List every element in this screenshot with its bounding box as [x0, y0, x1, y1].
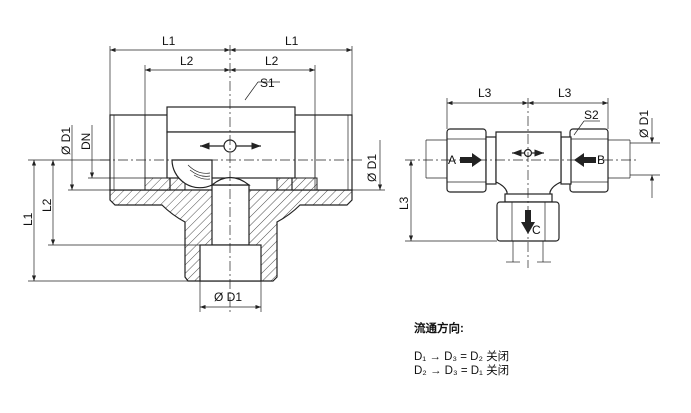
dim-l1-right: L1: [285, 34, 299, 48]
dim-s2: S2: [584, 108, 599, 122]
tee-body: [495, 131, 562, 203]
vertical-bore: [211, 184, 250, 246]
dim-l3-vertical: L3: [397, 196, 411, 210]
dim-l3-right: L3: [558, 86, 572, 100]
dim-l2-vertical: L2: [40, 198, 54, 212]
port-a: A: [448, 153, 456, 167]
dim-l2-left: L2: [180, 54, 194, 68]
dim-d1-left: Ø D1: [59, 127, 73, 155]
arrow-b: [574, 153, 596, 167]
dim-d1-right: Ø D1: [365, 154, 379, 182]
compression-tee-view: A B C L3 L3 S2 Ø D1 L3: [397, 86, 660, 268]
notes-line-1: D₁ → D₃ = D₂ 关闭: [414, 351, 510, 363]
arrow-c: [521, 210, 535, 234]
port-c: C: [532, 223, 541, 237]
arrow-a: [460, 153, 482, 167]
left-seat: [144, 177, 186, 191]
bottom-socket: [199, 244, 262, 282]
notes-title: 流通方向:: [414, 323, 464, 335]
valve-top-block: [166, 106, 296, 133]
dim-d1-bottom: Ø D1: [214, 290, 242, 304]
notes-line-2: D₂ → D₃ = D₁ 关闭: [414, 365, 510, 377]
right-seat: [276, 177, 318, 191]
dim-dn: DN: [79, 133, 93, 150]
dim-l1-vertical: L1: [21, 212, 35, 226]
ball-valve-tee-section-view: L1 L1 L2 L2 S1 Ø D1 DN Ø D1 L2 L1 Ø D1: [21, 34, 385, 312]
dim-l3-left: L3: [478, 86, 492, 100]
flow-direction-notes: 流通方向: D₁ → D₃ = D₂ 关闭 D₂ → D₃ = D₁ 关闭: [414, 322, 509, 378]
dim-s1: S1: [260, 76, 275, 90]
dim-l1-left: L1: [162, 34, 176, 48]
port-b: B: [597, 153, 605, 167]
dim-l2-right: L2: [265, 54, 279, 68]
dim-d1: Ø D1: [637, 110, 651, 138]
